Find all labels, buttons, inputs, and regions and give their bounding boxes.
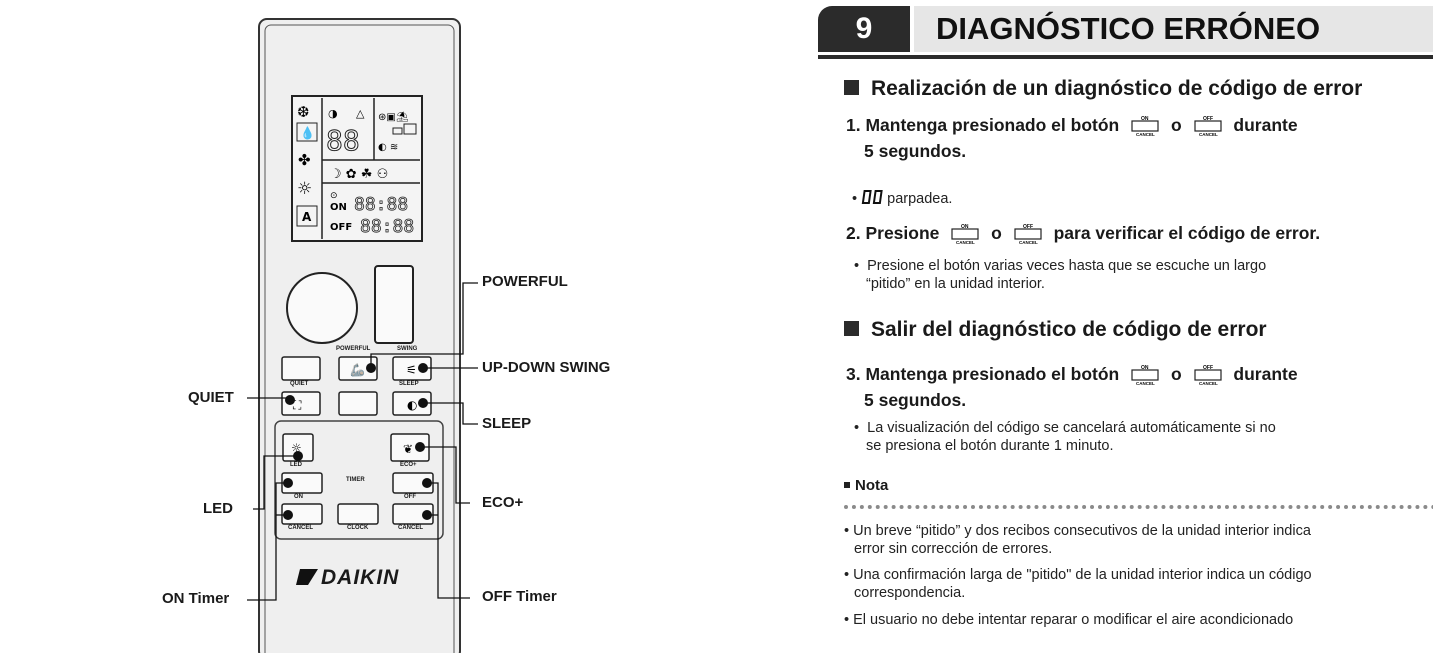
nota-bullet-1-cont: error sin corrección de errores.: [854, 541, 1053, 557]
remote-label-powerful: POWERFUL: [336, 346, 371, 352]
clock-button: [337, 503, 379, 525]
svg-text:ON: ON: [1141, 365, 1149, 371]
svg-text:OFF: OFF: [330, 222, 352, 233]
dial-button: [286, 272, 358, 344]
step-3-note-line1: • La visualización del código se cancela…: [854, 420, 1276, 436]
nota-bullet-2: • Una confirmación larga de "pitido" de …: [844, 567, 1312, 583]
small-square-icon: [844, 482, 850, 488]
svg-text:☽ ✿ ☘ ⚇: ☽ ✿ ☘ ⚇: [330, 167, 388, 182]
sun-icon: ☼: [297, 179, 312, 199]
dry-icon: 💧: [300, 126, 315, 140]
off-cancel-button-icon: OFF CANCEL: [1193, 365, 1222, 386]
svg-text:🦾: 🦾: [350, 363, 365, 377]
fan-icon: ✤: [298, 151, 311, 169]
callout-off-timer: OFF Timer: [482, 588, 557, 605]
remote-label-swing: SWING: [397, 346, 418, 352]
svg-text:◐: ◐: [407, 398, 417, 412]
remote-label-led: LED: [290, 462, 302, 468]
on-cancel-button: [281, 503, 323, 525]
brand-logo: DAIKIN: [321, 566, 400, 589]
section-title: DIAGNÓSTICO ERRÓNEO: [914, 6, 1433, 52]
subsection-title-diagnose: Realización de un diagnóstico de código …: [844, 77, 1362, 101]
remote-label-cancel-on: CANCEL: [288, 525, 313, 531]
svg-text:CANCEL: CANCEL: [1136, 132, 1155, 137]
remote-label-sleep: SLEEP: [399, 381, 419, 387]
nota-bullet-3: • El usuario no debe intentar reparar o …: [844, 612, 1294, 628]
svg-text:☼: ☼: [291, 441, 302, 455]
svg-text:CANCEL: CANCEL: [1019, 240, 1038, 245]
svg-text:88:88: 88:88: [360, 216, 414, 237]
svg-text:CANCEL: CANCEL: [1199, 132, 1218, 137]
remote-label-clock: CLOCK: [347, 525, 369, 531]
callout-up-down-swing: UP-DOWN SWING: [482, 359, 611, 376]
lcd-screen: [291, 95, 423, 242]
svg-text:⊙: ⊙: [330, 191, 338, 201]
svg-text:CANCEL: CANCEL: [1199, 381, 1218, 386]
daikin-logo-mark: [296, 569, 318, 585]
callout-eco: ECO+: [482, 494, 524, 511]
svg-text:ON: ON: [330, 202, 347, 213]
callout-powerful: POWERFUL: [482, 273, 568, 290]
blink-digits-icon: [861, 190, 883, 204]
svg-text:OFF: OFF: [1023, 224, 1033, 230]
on-cancel-button-icon: ON CANCEL: [1131, 365, 1159, 386]
on-cancel-button-icon: ON CANCEL: [1131, 116, 1159, 137]
subsection-title-exit: Salir del diagnóstico de código de error: [844, 318, 1267, 342]
powerful-button: [338, 356, 378, 381]
nota-bullet-1: • Un breve “pitido” y dos recibos consec…: [844, 523, 1311, 539]
remote-label-off: OFF: [404, 494, 416, 500]
instructions-panel: 9 DIAGNÓSTICO ERRÓNEO Realización de un …: [818, 0, 1433, 653]
dotted-divider: [844, 505, 1433, 509]
svg-text:⊛▣⛱: ⊛▣⛱: [378, 111, 409, 123]
remote-label-on: ON: [294, 494, 303, 500]
off-cancel-button-icon: OFF CANCEL: [1014, 224, 1042, 245]
auto-icon: A: [302, 210, 312, 224]
svg-text:⛶: ⛶: [292, 398, 302, 412]
section-number: 9: [818, 6, 910, 52]
svg-text:CANCEL: CANCEL: [956, 240, 975, 245]
svg-text:ON: ON: [961, 224, 969, 230]
callout-on-timer: ON Timer: [162, 590, 230, 607]
svg-text:OFF: OFF: [1203, 116, 1213, 122]
square-bullet-icon: [844, 80, 859, 95]
svg-text:⚟: ⚟: [406, 363, 417, 377]
remote-label-quiet: QUIET: [290, 381, 309, 387]
snow-icon: ❆: [297, 103, 310, 121]
header-rule: [818, 55, 1433, 59]
blink-note: • parpadea.: [852, 188, 952, 208]
svg-text:88:88: 88:88: [354, 194, 408, 215]
remote-label-timer: TIMER: [346, 477, 365, 483]
step-3-note-line2: se presiona el botón durante 1 minuto.: [866, 438, 1114, 454]
callout-quiet: QUIET: [188, 389, 234, 406]
step-1-cont: 5 segundos.: [864, 141, 967, 161]
svg-text:◐ ≋: ◐ ≋: [378, 142, 398, 153]
temp-rocker: [374, 265, 414, 344]
remote-label-cancel-off: CANCEL: [398, 525, 423, 531]
svg-text:△: △: [356, 107, 365, 120]
svg-text:◑: ◑: [328, 107, 338, 120]
off-cancel-button-icon: OFF CANCEL: [1193, 116, 1222, 137]
step-2-note-line1: • Presione el botón varias veces hasta q…: [854, 258, 1267, 274]
remote-label-eco: ECO+: [400, 462, 417, 468]
square-bullet-icon: [844, 321, 859, 336]
step-3-cont: 5 segundos.: [864, 390, 967, 410]
svg-text:OFF: OFF: [1203, 365, 1213, 371]
callout-sleep: SLEEP: [482, 415, 532, 432]
callout-led: LED: [203, 500, 233, 517]
temp-digits: 88: [326, 124, 360, 157]
on-cancel-button-icon: ON CANCEL: [951, 224, 979, 245]
step-2-note-line2: “pitido” en la unidad interior.: [866, 276, 1045, 292]
off-cancel-button: [392, 503, 434, 525]
svg-text:ON: ON: [1141, 116, 1149, 122]
remote-diagram: ❆ 💧 ✤ ☼ A ◑ △ 88 ⊛▣⛱ ◐ ≋ ☽ ✿ ☘ ⚇ ⊙ ON 88…: [247, 18, 478, 653]
svg-text:❦: ❦: [403, 442, 413, 456]
nota-heading: Nota: [844, 475, 888, 496]
nota-bullet-2-cont: correspondencia.: [854, 585, 966, 601]
svg-text:CANCEL: CANCEL: [1136, 381, 1155, 386]
